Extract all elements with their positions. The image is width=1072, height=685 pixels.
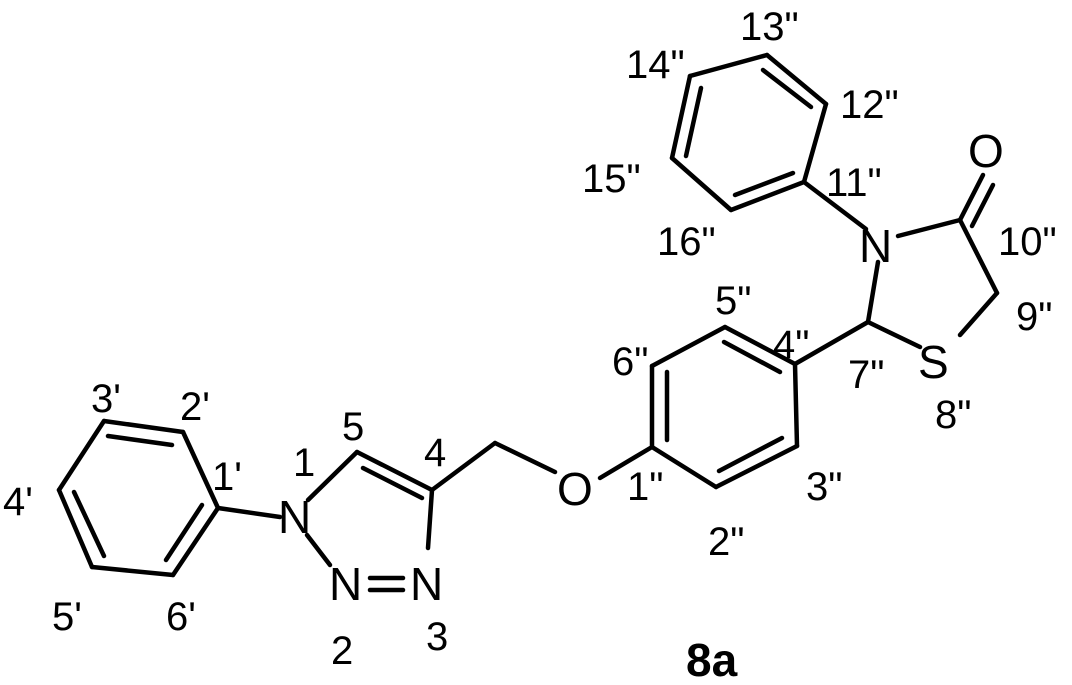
bond-c4-ch2 [429,440,498,493]
label-6-prime: 6' [166,595,196,639]
label-3-dprime: 3" [806,465,842,509]
label-15-dprime: 15" [582,157,641,201]
phenyl-ring-bottom [56,418,221,578]
label-4: 4 [424,431,446,475]
compound-label: 8a [686,634,738,685]
phenylene-ring [649,324,800,490]
thiazolidinone-ring [865,172,1000,350]
bond-c4pp-c7pp [792,319,871,367]
label-3: 3 [426,615,448,659]
atom-o-carbonyl: O [968,125,1004,177]
label-1-dprime: 1" [627,465,663,509]
bond-n-c11pp [801,179,869,232]
label-1-prime: 1' [212,455,242,499]
label-2-prime: 2' [180,385,210,429]
atom-n1: N [278,491,311,543]
label-4-dprime: 4" [773,323,809,367]
label-10-dprime: 10" [998,220,1057,264]
label-5-prime: 5' [52,595,82,639]
label-5: 5 [342,405,364,449]
bond-c1p-n1 [215,505,283,520]
label-8-dprime: 8" [935,393,971,437]
phenyl-ring-top [669,52,829,213]
label-2: 2 [331,629,353,673]
label-1: 1 [293,441,315,485]
bond-ch2-o [492,440,558,475]
atom-s-ring: S [918,336,949,388]
label-16-dprime: 16" [657,220,716,264]
atom-n2: N [329,558,362,610]
atom-n3: N [410,558,443,610]
label-4-prime: 4' [3,480,33,524]
atom-o-ether: O [557,463,593,515]
label-9-dprime: 9" [1016,295,1052,339]
atom-n-ring: N [859,220,892,272]
label-11-dprime: 11" [826,161,882,205]
label-14-dprime: 14" [626,43,685,87]
label-3-prime: 3' [91,377,121,421]
label-13-dprime: 13" [740,5,799,49]
label-5-dprime: 5" [715,279,751,323]
label-7-dprime: 7" [848,353,884,397]
label-12-dprime: 12" [840,83,899,127]
label-6-dprime: 6" [612,340,648,384]
bond-o-c1pp [597,444,655,481]
label-2-dprime: 2" [708,520,744,564]
triazole-ring [304,449,435,593]
